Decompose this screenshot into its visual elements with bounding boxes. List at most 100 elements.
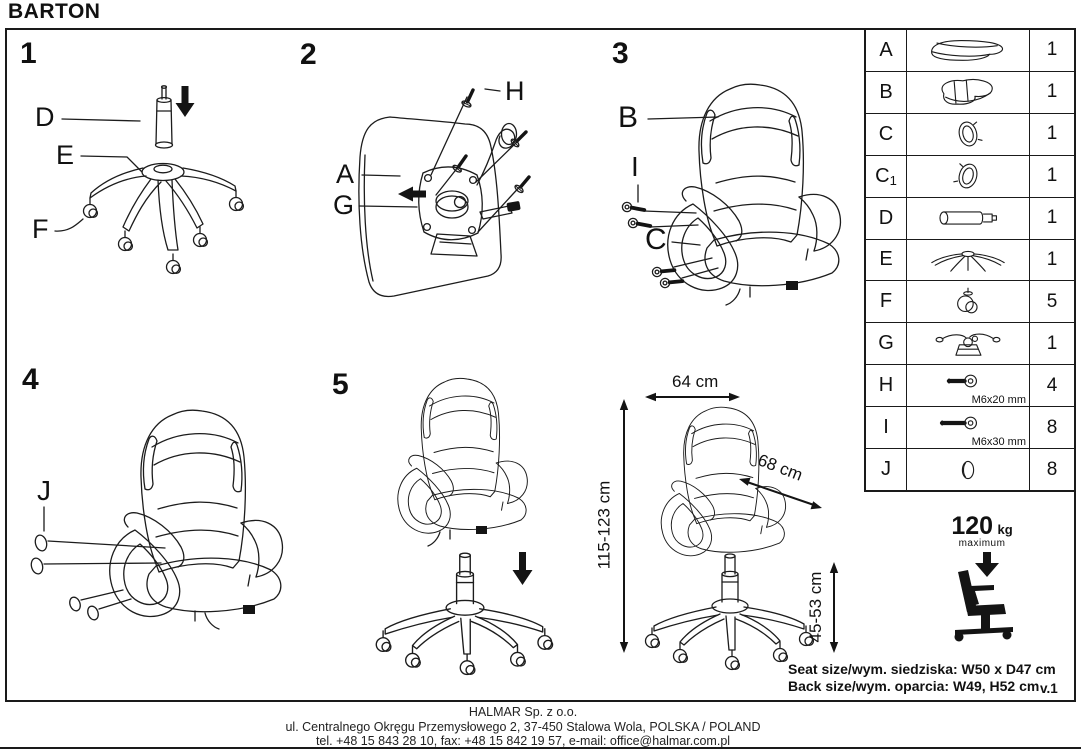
tilt-mechanism-icon	[935, 333, 1001, 356]
bolt-size-caption: M6x20 mm	[971, 394, 1026, 407]
part-icon-cell	[906, 71, 1030, 113]
step-3-figure: 3 B I C	[600, 35, 872, 337]
parts-row-i: I M6x30 mm 8	[866, 407, 1074, 450]
dim-width-label: 64 cm	[672, 372, 719, 391]
armrest-left-icon	[958, 121, 983, 147]
dim-seat-height-label: 45-53 cm	[806, 571, 825, 643]
seat-lock-knob	[476, 526, 487, 534]
part-letter: A	[879, 38, 893, 61]
part-qty: 1	[1046, 165, 1058, 187]
step-5-number: 5	[332, 368, 349, 401]
gas-lift-icon	[939, 211, 998, 225]
step-2-figure: 2 H A G	[295, 35, 587, 323]
part-icon-cell	[906, 239, 1030, 281]
parts-row-d: D 1	[866, 197, 1074, 240]
part-icon-cell: M6x20 mm	[906, 365, 1030, 407]
parts-row-c: C 1	[866, 113, 1074, 156]
step-4-number: 4	[22, 363, 39, 396]
part-icon-cell	[906, 113, 1030, 155]
caster-icon	[957, 287, 978, 314]
parts-row-b: B 1	[866, 71, 1074, 114]
part-icon-cell	[906, 281, 1030, 323]
bolt-size-caption: M6x30 mm	[971, 436, 1026, 449]
part-label-g: G	[333, 190, 355, 220]
part-letter: D	[878, 206, 894, 229]
part-qty: 1	[1046, 81, 1058, 103]
seat-lock-knob	[243, 605, 255, 614]
company-address: ul. Centralnego Okręgu Przemysłowego 2, …	[285, 719, 761, 734]
part-label-f: F	[32, 214, 49, 244]
part-label-b: B	[618, 101, 639, 134]
part-letter: E	[879, 248, 893, 271]
parts-table: A 1 B	[864, 30, 1074, 492]
cap-install-drawing	[30, 409, 284, 630]
down-arrow-icon	[512, 552, 533, 585]
part-label-d: D	[35, 102, 55, 132]
step-3-number: 3	[612, 37, 629, 70]
dimensions-figure: 64 cm 115-123 cm 68 cm 45-53 cm	[595, 370, 853, 670]
part-label-a: A	[336, 159, 355, 189]
parts-row-j: J 8	[866, 449, 1074, 490]
part-label-e: E	[56, 140, 75, 170]
bolt-long-icon	[939, 416, 978, 430]
backrest-icon	[941, 79, 993, 106]
seat-lock-knob	[786, 281, 798, 290]
down-arrow-icon	[175, 86, 195, 117]
parts-row-a: A 1	[866, 30, 1074, 72]
step-4-figure: 4 J	[15, 355, 317, 670]
version-label: v.1	[1040, 681, 1058, 696]
part-icon-cell	[906, 323, 1030, 365]
part-qty: 8	[1046, 416, 1058, 438]
part-letter: H	[878, 374, 894, 397]
weight-limit-block: 120 kg maximum	[932, 512, 1032, 647]
part-qty: 1	[1046, 123, 1058, 145]
page-bottom-rule	[0, 747, 1081, 749]
lever-knob	[506, 201, 521, 212]
part-icon-cell	[906, 449, 1030, 490]
weight-limit-value: 120 kg	[951, 512, 1013, 540]
max-load-chair-icon	[954, 552, 1013, 642]
base-assembly-drawing	[54, 85, 245, 275]
part-qty: 1	[1046, 207, 1058, 229]
base-star-icon	[931, 250, 1005, 272]
step-1-figure: 1 D E F	[15, 35, 300, 307]
company-contact: tel. +48 15 843 28 10, fax: +48 15 842 1…	[315, 734, 731, 749]
back-size-line: Back size/wym. oparcia: W49, H52 cm	[788, 678, 1040, 694]
backrest-armrest-drawing	[620, 83, 842, 306]
part-letter: G	[878, 332, 894, 355]
step-1-number: 1	[20, 37, 37, 70]
part-label-c: C	[645, 223, 667, 256]
part-letter: F	[879, 290, 893, 313]
part-icon-cell	[906, 155, 1030, 197]
seat-size-line: Seat size/wym. siedziska: W50 x D47 cm	[788, 661, 1056, 677]
part-letter: C	[878, 122, 894, 145]
part-label-j: J	[37, 475, 51, 506]
manufacturer-footer: HALMAR Sp. z o.o. ul. Centralnego Okręgu…	[0, 705, 1046, 749]
weight-limit-note: maximum	[958, 538, 1006, 549]
part-letter: I	[883, 416, 889, 439]
part-qty: 1	[1046, 332, 1058, 354]
seat-cushion-icon	[931, 40, 1004, 62]
left-arrow-icon	[398, 186, 426, 202]
part-qty: 8	[1046, 458, 1058, 480]
part-qty: 5	[1046, 290, 1058, 312]
parts-row-f: F 5	[866, 281, 1074, 324]
parts-row-h: H M6x20 mm 4	[866, 365, 1074, 408]
part-qty: 1	[1046, 248, 1058, 270]
company-name: HALMAR Sp. z o.o.	[468, 705, 578, 719]
page-title: BARTON	[8, 0, 101, 23]
part-label-h: H	[505, 76, 525, 106]
size-info: Seat size/wym. siedziska: W50 x D47 cm B…	[788, 661, 1056, 695]
part-letter: J	[881, 458, 891, 481]
seat-mechanism-drawing	[358, 86, 535, 298]
diagram-area: 1 D E F	[5, 28, 1076, 702]
part-icon-cell: M6x30 mm	[906, 407, 1030, 449]
part-label-i: I	[631, 151, 639, 182]
cap-icon	[961, 460, 975, 479]
step-2-number: 2	[300, 38, 317, 71]
dimensioned-chair-drawing	[619, 392, 839, 670]
parts-row-e: E 1	[866, 239, 1074, 282]
